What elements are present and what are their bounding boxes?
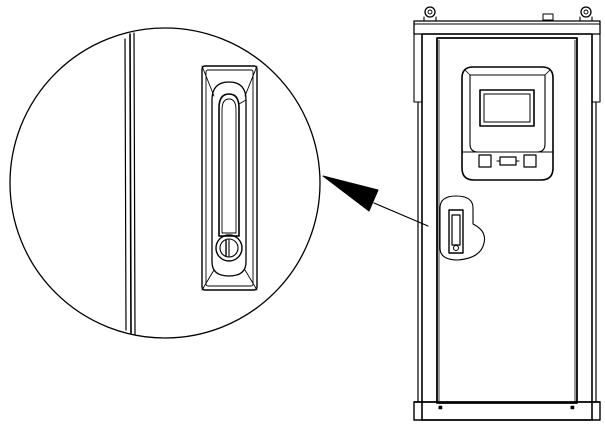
handle-grip-detail xyxy=(218,93,240,237)
door-handle xyxy=(439,195,486,261)
control-panel xyxy=(461,66,554,181)
cabinet-body xyxy=(421,33,593,421)
cabinet-door xyxy=(436,37,578,404)
callout-arrow xyxy=(322,175,429,227)
handle-grip xyxy=(451,214,461,246)
handle-lock xyxy=(453,245,459,251)
base-feet xyxy=(413,401,601,421)
detail-ring xyxy=(439,195,486,261)
handle-plate xyxy=(448,209,464,254)
detail-handle xyxy=(201,65,258,291)
handle-plate-outline xyxy=(201,65,258,291)
display-screen xyxy=(479,89,535,127)
cabinet xyxy=(413,6,601,421)
panel-buttons xyxy=(478,154,537,168)
lifting-eyes xyxy=(423,6,593,22)
handle-lock-detail xyxy=(215,234,243,262)
detail-circle xyxy=(9,27,321,339)
cabinet-top-frame xyxy=(413,20,601,35)
